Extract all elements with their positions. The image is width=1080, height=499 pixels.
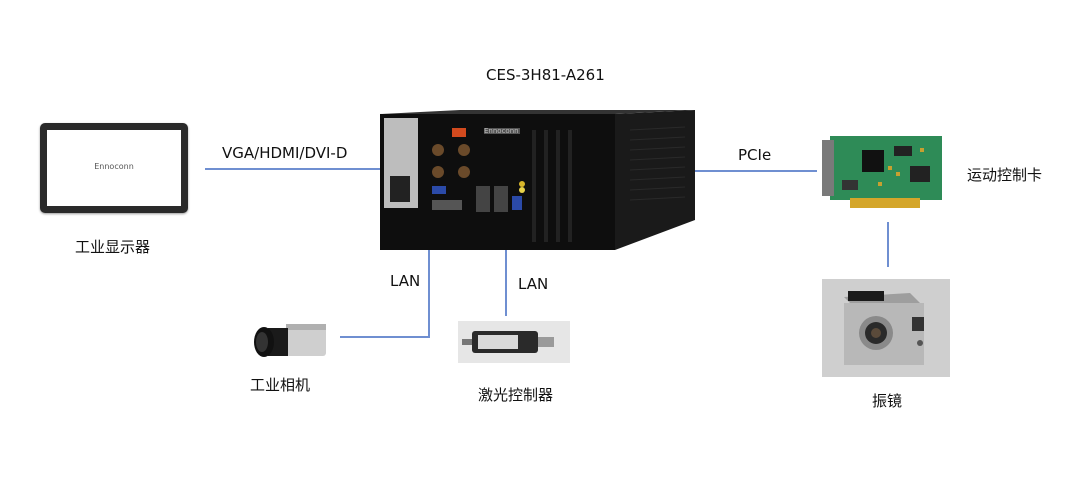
card-galvo-connection-line: [887, 222, 889, 267]
monitor-brand-logo: Ennoconn: [94, 162, 134, 171]
display-link-label: VGA/HDMI/DVI-D: [222, 144, 348, 162]
industrial-camera-image: [254, 324, 326, 357]
laser-lan-line: [505, 238, 507, 316]
camera-lan-label: LAN: [390, 272, 421, 290]
diagram-title: CES-3H81-A261: [486, 66, 605, 84]
laser-lan-label: LAN: [518, 275, 549, 293]
pcie-connection-line: [695, 170, 817, 172]
pcie-link-label: PCIe: [738, 146, 772, 164]
camera-label: 工业相机: [250, 376, 311, 394]
motion-card-label: 运动控制卡: [967, 166, 1043, 184]
motion-control-card-image: [822, 136, 942, 208]
display-connection-line: [205, 168, 380, 170]
galvo-label: 振镜: [872, 392, 903, 410]
industrial-pc-image: [380, 110, 695, 250]
pc-brand-logo: Ennoconn: [484, 127, 519, 135]
monitor-screen: Ennoconn: [47, 130, 181, 206]
laser-controller-image: [458, 321, 570, 363]
monitor-label: 工业显示器: [75, 238, 151, 256]
laser-label: 激光控制器: [478, 386, 554, 404]
camera-lan-horizontal-line: [340, 336, 430, 338]
galvo-scanner-image: [822, 279, 950, 377]
industrial-monitor: Ennoconn: [40, 123, 188, 213]
camera-lan-vertical-line: [428, 236, 430, 338]
